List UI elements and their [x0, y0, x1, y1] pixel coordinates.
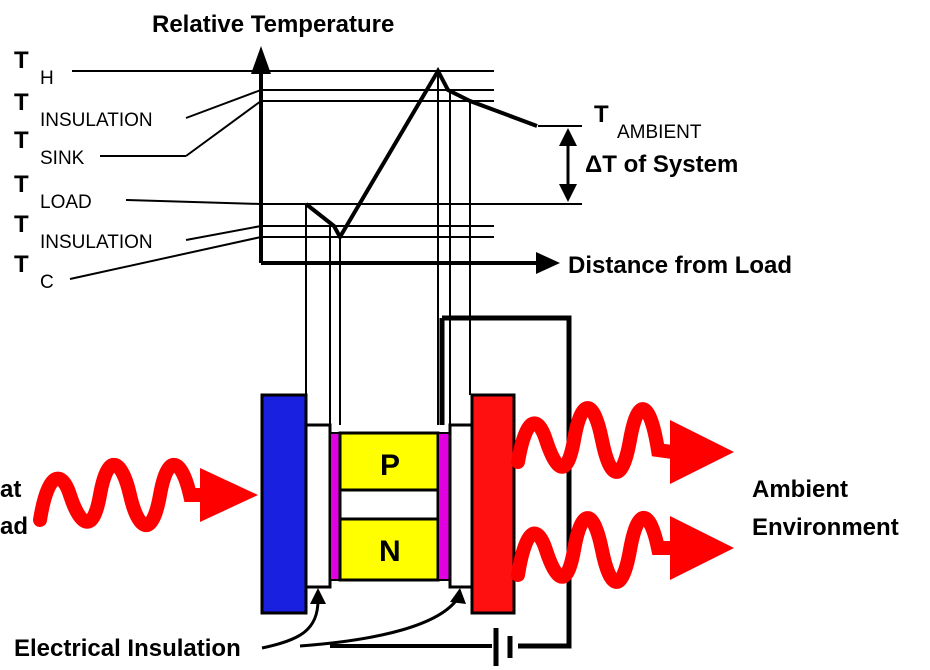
label-tambient-subscript: AMBIENT [617, 122, 702, 143]
delta-t-arrow-up [559, 128, 577, 146]
label-tambient-symbol: T [594, 101, 609, 128]
insulation-pointer-arrow-right [450, 588, 466, 604]
p-type-label: P [380, 449, 400, 482]
circuit-wire-right [442, 315, 572, 649]
temperature-profile [304, 66, 538, 242]
label-tsink-symbol: T [14, 127, 29, 154]
label-tinsulation-cold-subscript: INSULATION [40, 232, 153, 253]
heat-output-arrow-lower [511, 510, 734, 589]
label-th-symbol: T [14, 47, 29, 74]
hot-side-plate [470, 393, 516, 615]
ambient-label-line2: Environment [752, 514, 899, 541]
heat-load-label-line2: ad [0, 513, 28, 540]
electrical-insulation-label: Electrical Insulation [14, 635, 241, 662]
delta-t-label: ΔT of System [585, 151, 738, 178]
hot-side-contact [437, 432, 451, 581]
label-tload-subscript: LOAD [40, 192, 92, 213]
hot-side-insulation [448, 423, 474, 589]
delta-t-arrow-down [559, 184, 577, 202]
x-axis-arrowhead [536, 252, 560, 274]
y-axis-title: Relative Temperature [152, 11, 394, 38]
label-tinsulation-hot-symbol: T [14, 89, 29, 116]
label-tload-symbol: T [14, 171, 29, 198]
label-leader-lines [69, 70, 262, 280]
insulation-pointer-arrow-left [310, 588, 326, 604]
x-axis-title: Distance from Load [568, 252, 792, 279]
cold-side-plate [260, 393, 308, 615]
cold-side-insulation [304, 423, 332, 589]
label-tinsulation-hot-subscript: INSULATION [40, 110, 153, 131]
heat-load-label-line1: at [0, 476, 21, 503]
y-axis-arrowhead [251, 46, 271, 74]
heat-input-arrow [33, 458, 258, 532]
label-tc-symbol: T [14, 251, 29, 278]
ambient-label-line1: Ambient [752, 476, 848, 503]
label-th-subscript: H [40, 68, 54, 89]
p-type-element [338, 431, 440, 492]
temperature-reference-lines [261, 70, 582, 238]
heat-output-arrow-upper [511, 401, 734, 484]
n-type-element [338, 517, 440, 582]
projection-lines [305, 71, 471, 425]
label-tc-subscript: C [40, 272, 54, 293]
label-tinsulation-cold-symbol: T [14, 211, 29, 238]
label-tsink-subscript: SINK [40, 148, 85, 169]
n-type-label: N [379, 535, 401, 568]
left-temperature-labels: T H T INSULATION T SINK T LOAD T INSULAT… [14, 47, 153, 293]
insulation-pointers [261, 597, 460, 650]
